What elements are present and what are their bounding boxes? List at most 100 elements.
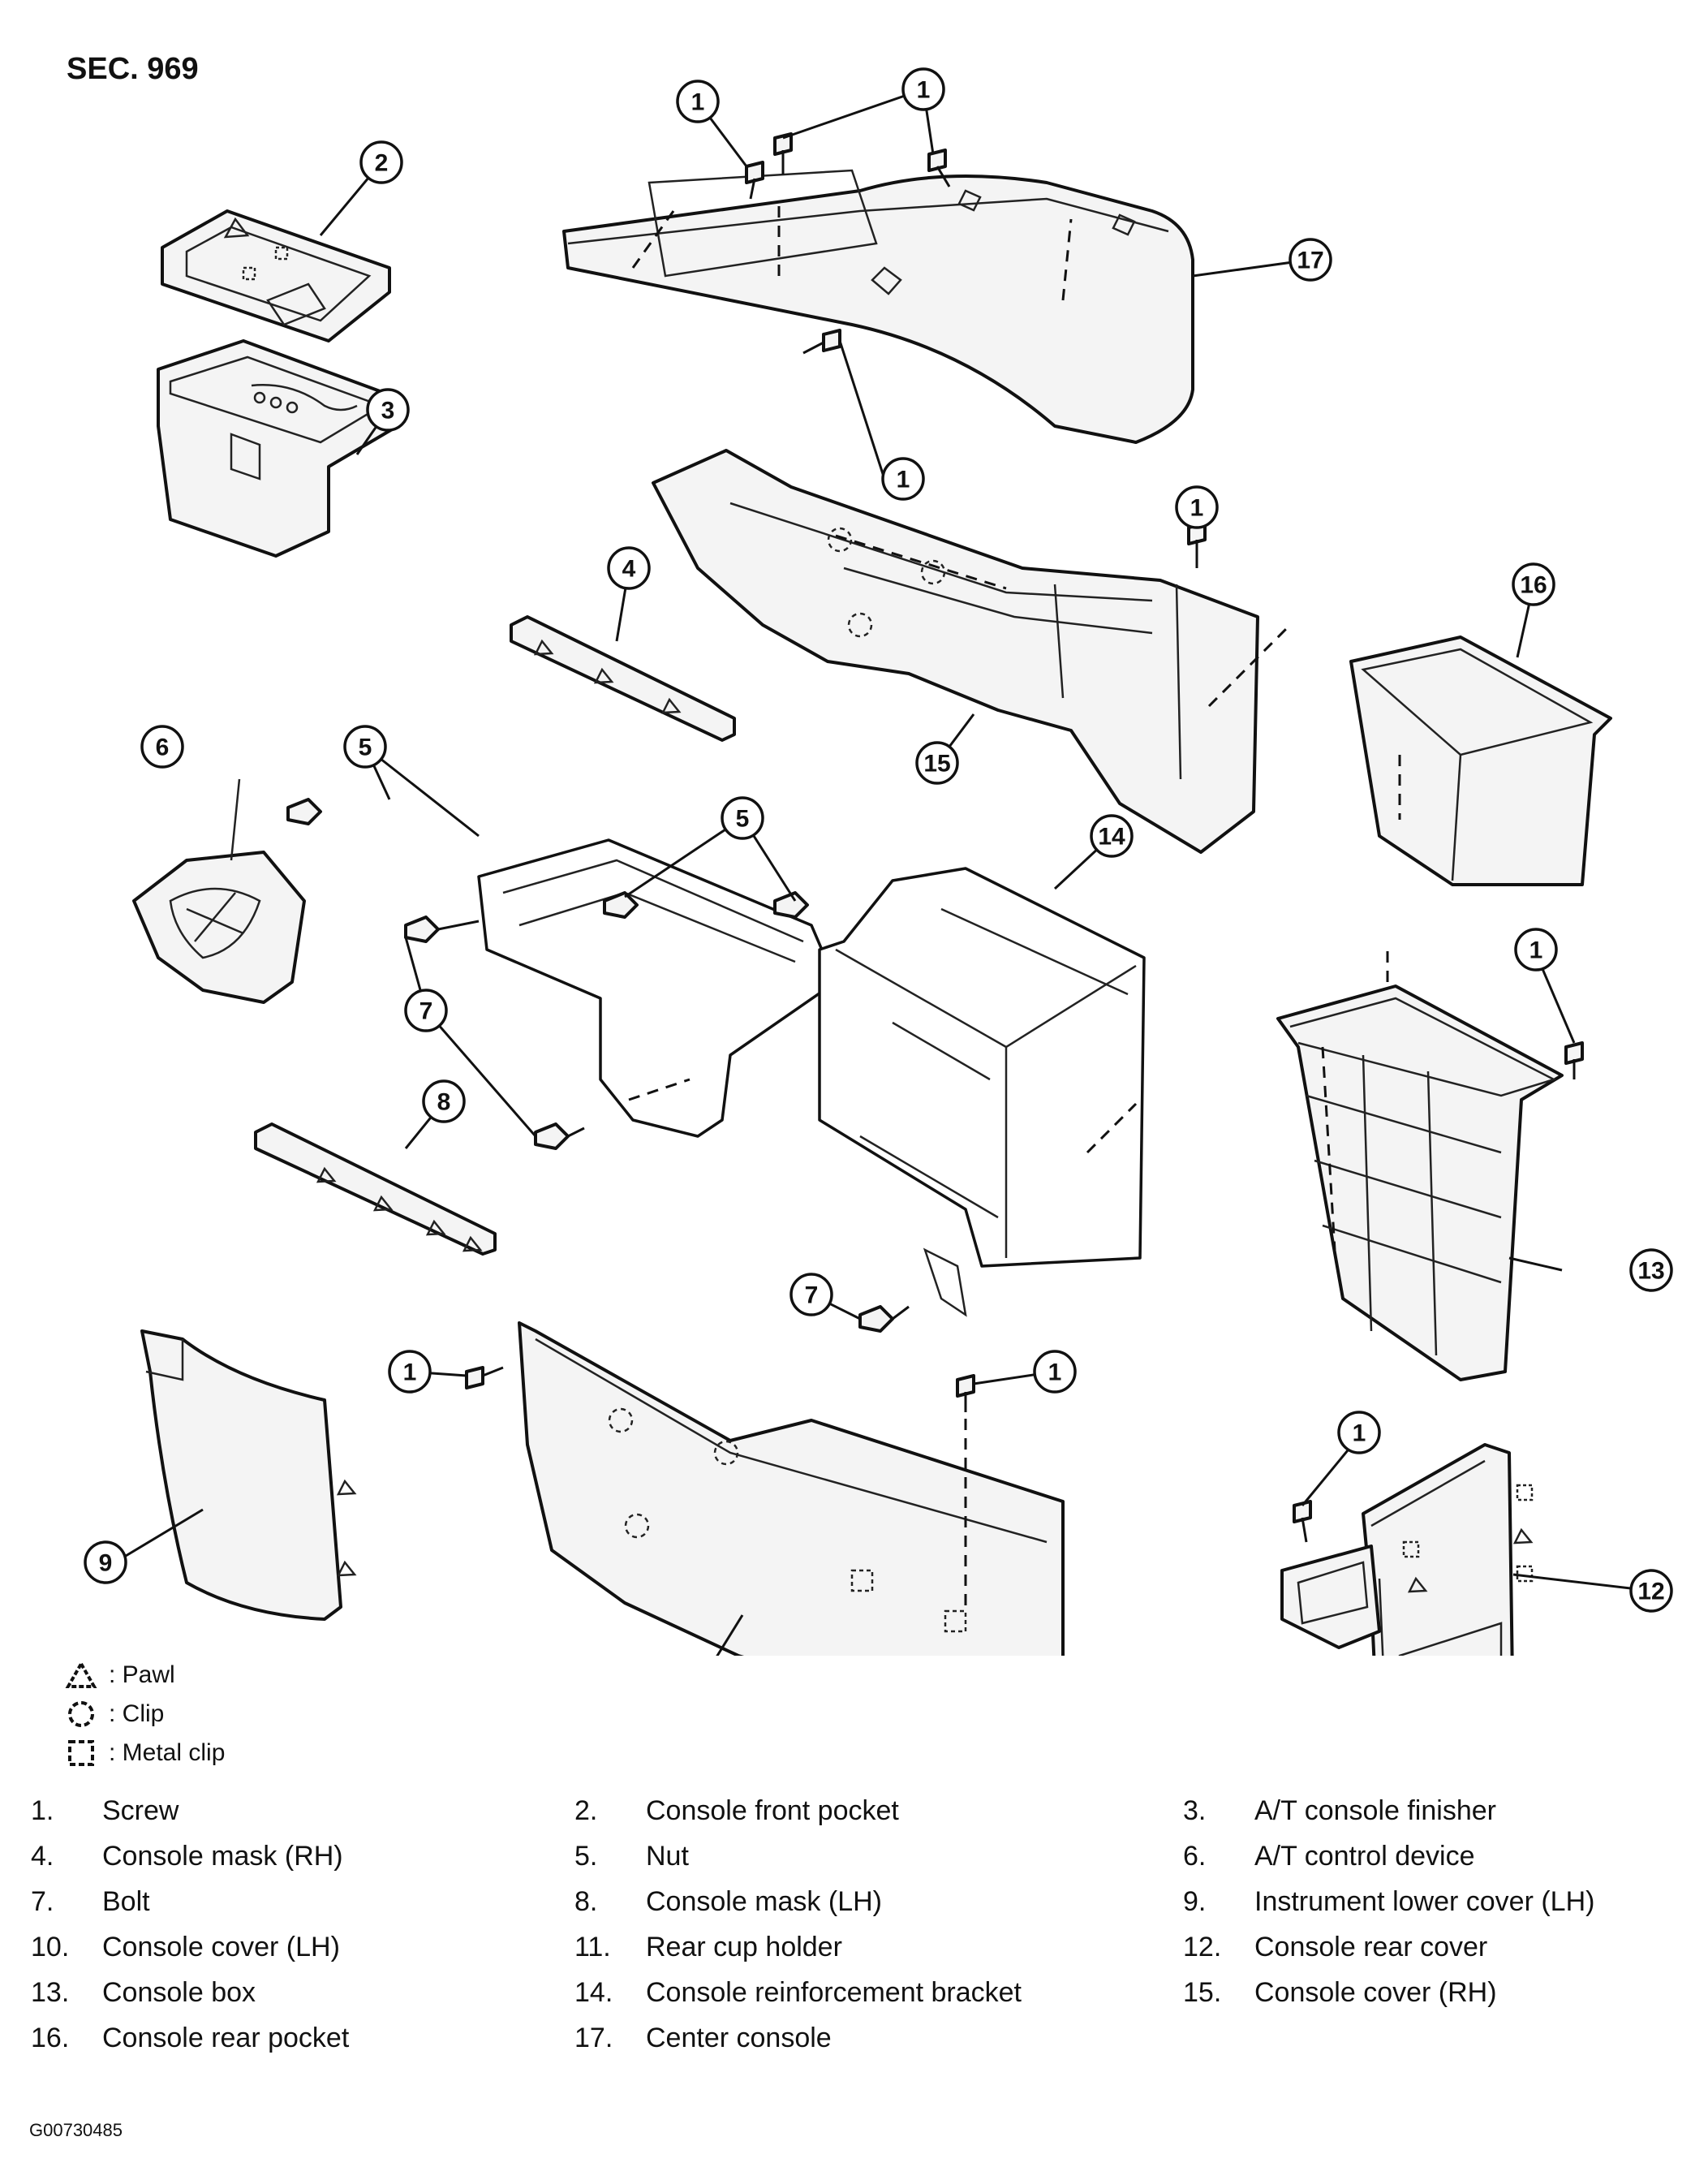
part-at-console-finisher — [157, 339, 399, 558]
callout-circle — [1033, 1350, 1077, 1394]
part-name: Console front pocket — [646, 1794, 899, 1826]
callout-number: 6 — [156, 735, 170, 761]
triangle-icon — [65, 1660, 97, 1688]
callout-number: 3 — [381, 398, 395, 424]
parts-list-item: 3.A/T console finisher — [1183, 1794, 1686, 1828]
callout-number: 8 — [437, 1089, 451, 1116]
callout-circle — [1629, 1569, 1673, 1613]
callout-4: 4 — [607, 546, 651, 590]
callout-number: 5 — [736, 806, 750, 833]
part-number: 13. — [31, 1976, 70, 2008]
callout-circle — [1337, 1411, 1381, 1454]
figure-code: G00730485 — [29, 2120, 123, 2140]
callout-circle — [1512, 562, 1555, 606]
parts-list-item: 7.Bolt — [31, 1885, 574, 1919]
callout-number: 1 — [691, 89, 705, 116]
callout-number: 13 — [1637, 1258, 1664, 1285]
square-icon — [68, 1740, 94, 1766]
callout-8: 8 — [422, 1079, 466, 1123]
callout-number: 16 — [1520, 572, 1547, 599]
parts-list-item: 14.Console reinforcement bracket — [574, 1975, 1183, 2010]
callout-7: 7 — [404, 989, 448, 1032]
part-number: 9. — [1183, 1885, 1207, 1917]
part-number: 10. — [31, 1931, 70, 1962]
callout-circle — [366, 388, 410, 432]
callout-1: 1 — [881, 457, 925, 501]
legend-row-metal-clip: : Metal clip — [65, 1734, 225, 1773]
parts-list-item: 6. A/T control device — [1183, 1839, 1686, 1873]
callout-1: 1 — [388, 1350, 432, 1394]
callout-number: 1 — [1190, 495, 1204, 522]
part-name: Console mask (RH) — [102, 1840, 343, 1872]
parts-list-item: 9.Instrument lower cover (LH) — [1183, 1885, 1686, 1919]
part-number: 1. — [31, 1794, 54, 1826]
part-console-box — [1276, 950, 1564, 1381]
callout-13: 13 — [1629, 1248, 1673, 1292]
callout-number: 2 — [375, 150, 389, 177]
callout-1: 1 — [1175, 485, 1219, 529]
callout-circle — [881, 457, 925, 501]
callout-number: 7 — [419, 998, 433, 1025]
part-console-reinforcement-bracket — [477, 838, 1146, 1317]
callout-1: 1 — [1033, 1350, 1077, 1394]
part-name: Rear cup holder — [646, 1931, 842, 1962]
part-name: Console rear pocket — [102, 2022, 350, 2053]
callout-circle — [676, 80, 720, 123]
callout-number: 12 — [1637, 1579, 1664, 1605]
callout-circle — [607, 546, 651, 590]
callout-number: 14 — [1098, 824, 1125, 851]
section-label: SEC. 969 — [67, 52, 199, 86]
part-console-front-pocket — [161, 209, 391, 342]
part-nut-small — [286, 798, 322, 825]
part-name: Nut — [646, 1840, 689, 1872]
part-name: Console box — [102, 1976, 256, 2008]
callout-circle — [84, 1540, 127, 1584]
part-number: 6. — [1183, 1840, 1207, 1872]
part-bolts — [404, 915, 910, 1333]
callout-circle — [1175, 485, 1219, 529]
parts-list-item: 13. Console box — [31, 1975, 574, 2010]
part-number: 2. — [574, 1794, 598, 1826]
callout-circle — [404, 989, 448, 1032]
part-number: 17. — [574, 2022, 613, 2053]
part-at-control-device — [132, 778, 306, 1004]
symbol-legend: : Pawl : Clip : Metal clip — [65, 1656, 225, 1773]
parts-list-item: 5. Nut — [574, 1839, 1183, 1873]
callout-number: 9 — [99, 1550, 113, 1577]
callout-number: 5 — [359, 735, 372, 761]
callout-circle — [1289, 238, 1332, 282]
callout-number: 1 — [1353, 1420, 1366, 1447]
callout-1: 1 — [1337, 1411, 1381, 1454]
parts-list-item: 15. Console cover (RH) — [1183, 1975, 1686, 2010]
part-name: Console reinforcement bracket — [646, 1976, 1022, 2008]
part-name: Console cover (RH) — [1254, 1976, 1497, 2008]
legend-label-pawl: : Pawl — [109, 1661, 175, 1688]
parts-list-item: 17. Center console — [574, 2021, 1183, 2055]
callout-15: 15 — [915, 741, 959, 785]
callout-14: 14 — [1090, 814, 1134, 858]
part-number: 3. — [1183, 1794, 1207, 1826]
part-number: 5. — [574, 1840, 598, 1872]
part-center-console — [562, 169, 1194, 444]
circle-icon — [68, 1701, 94, 1727]
callout-5: 5 — [721, 796, 764, 840]
callout-group: 1111111123455677891011121314151617 — [84, 67, 1673, 1613]
callout-circle — [359, 140, 403, 184]
callout-circle — [388, 1350, 432, 1394]
part-number: 15. — [1183, 1976, 1222, 2008]
callout-3: 3 — [366, 388, 410, 432]
part-number: 7. — [31, 1885, 54, 1917]
callout-number: 1 — [1529, 937, 1543, 964]
part-nuts-frame — [603, 891, 809, 919]
parts-list-item: 2. Console front pocket — [574, 1794, 1183, 1828]
part-number: 11. — [574, 1931, 611, 1962]
part-name: Console rear cover — [1254, 1931, 1488, 1962]
part-name: A/T control device — [1254, 1840, 1475, 1872]
callout-number: 1 — [917, 77, 931, 104]
part-name: Center console — [646, 2022, 832, 2053]
part-console-mask-rh — [510, 615, 736, 742]
part-console-rear-pocket — [1349, 635, 1612, 886]
callout-circle — [721, 796, 764, 840]
callout-circle — [343, 725, 387, 769]
